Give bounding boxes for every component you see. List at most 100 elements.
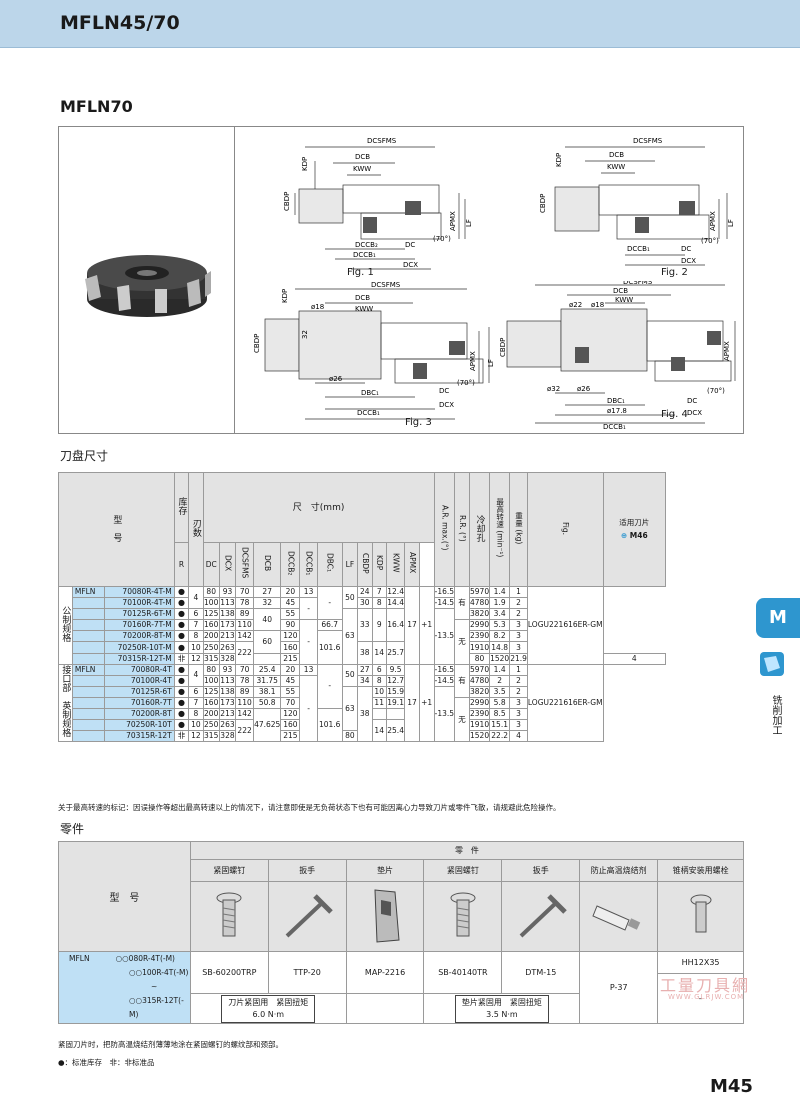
col-fig: Fig. [561,521,571,535]
weight-cell: 21.9 [509,652,528,665]
coolant-cell: 有 [454,585,470,621]
kdp-cell: 11 [371,696,387,710]
dbc1-cell: 101.6 [316,630,343,665]
table-row: 70315R-12T 非 12 315 328 215 80 1520 22.2… [59,730,666,743]
dc-cell: 250 [202,719,220,732]
lf-cell: 80 [468,652,491,665]
fig-cell: 3 [509,619,528,632]
dim-kdp-2: KDP [555,153,563,167]
dccb2-cell: 160 [280,641,301,654]
dim-dc-3: DC [439,387,449,395]
kdp-cell: 7 [371,585,387,599]
stock-cell: ● [173,663,190,676]
dim-dccb1: DCCB₁ [353,251,376,259]
ar-cell: +1 [418,586,435,665]
shim-icon [345,881,425,952]
model-cell: 70100R-4T-M [103,597,175,610]
parts-model-2: ○○100R-4T(-M) [129,968,189,977]
fig-2-label: Fig. 2 [661,267,688,278]
table-row: 70100R-4T ● 100 113 78 31.75 45 - 34 8 1… [59,674,666,743]
dcsfms-cell: 222 [235,719,255,743]
lf-cell: 50 [341,585,359,610]
parts-col-bolt: 锥柄安装用螺栓 [657,859,744,882]
parts-col-screw: 紧固螺钉 [189,859,269,882]
dim-dcx-4: DCX [687,409,702,417]
model-cell: 70100R-4T [103,674,175,687]
fig-cell: 3 [509,630,528,643]
rpm-cell: 1910 [468,719,491,732]
kww-cell: 14.4 [385,597,406,610]
weight-cell: 14.8 [489,641,511,654]
rr-cell: -13.5 [433,608,456,665]
col-teeth: 刃数 [190,519,201,537]
kdp-cell: 10 [371,685,387,698]
kww-cell: 9.5 [385,663,406,676]
part-screw: SB-60200TRP [189,951,269,994]
stock-cell: ● [173,696,190,710]
part-wrench-2: DTM-15 [501,951,581,994]
dim-kww-3: KWW [355,305,373,313]
dbc1-cell: 101.6 [316,708,343,743]
dim-dccb1-4: DCCB₁ [603,423,626,431]
dc-cell: 125 [202,685,220,698]
rpm-cell: 1520 [468,730,491,743]
dcsfms-cell: 70 [235,585,255,599]
fig-2: DCSFMS DCB KWW KDP CBDP APMX LF DCCB₁ DC… [505,131,735,281]
weight-cell: 3.4 [489,608,511,621]
part-shim: MAP-2216 [345,951,425,994]
apmx-cell: 17 [404,663,420,743]
insert-cell: LOGU221616ER-GM [526,663,604,743]
torque-value-1: 6.0 N·m [252,1009,285,1019]
parts-col-wrench: 扳手 [267,859,347,882]
table-row: 70200R-8T ● 8 200 213 142 47.625 120 101… [59,708,666,743]
dcsfms-cell: 78 [235,597,255,610]
dccb1-cell: - [299,597,318,621]
group-metric: 公制规格 [60,605,71,642]
dim-d22-4: ø22 [569,301,582,309]
cbdp-cell: 24 [357,585,373,599]
model-cell: 70250R-10T-M [103,641,175,654]
rpm-cell: 2990 [468,696,491,710]
dc-cell: 315 [202,730,220,743]
rpm-cell: 1910 [468,641,491,654]
cbdp-cell: 27 [357,663,373,676]
coolant-cell: 有 [454,663,470,698]
dccb1-cell: - [299,674,318,743]
fig-cell: 1 [509,585,528,599]
dim-kww: KWW [353,165,371,173]
insert-ref-link[interactable]: ⊕ M46 [620,531,648,540]
dccb2-cell: 120 [280,708,301,721]
dim-d178-4: ø17.8 [607,407,627,415]
sub-kdp: KDP [375,555,385,571]
torque-box-1: 刀片紧固用 紧固扭矩 6.0 N·m [221,994,316,1023]
rpm-cell: 3820 [468,608,491,621]
table-row: 70160R-7T-M ● 7 160 173 110 90 - 66.7 无 … [59,619,666,665]
model-cell: 70160R-7T-M [103,619,175,632]
dim-d18-3: ø18 [311,303,324,311]
dcsfms-cell: 142 [235,630,255,643]
page-number: M45 [710,1076,753,1097]
rpm-cell: 4780 [468,674,491,687]
dccb2-cell: 215 [280,730,301,743]
dccb2-cell: 45 [280,674,301,687]
kww-cell: 19.1 [385,696,406,710]
dcb-cell: 25.4 [253,663,282,676]
lf-cell: 80 [341,730,359,743]
sub-dccb1: DCCB₁ [304,550,314,576]
rpm-cell: 1520 [489,652,511,665]
model-cell: 70160R-7T [103,696,175,710]
rr-cell: -14.5 [433,597,456,610]
dc-cell: 80 [202,663,220,676]
weight-cell: 2 [489,674,511,687]
parts-note: 紧固刀片时，把防高温烧结剂薄薄地涂在紧固螺钉的螺纹部和颈部。 [58,1040,283,1049]
dim-dc: DC [405,241,415,249]
dim-dcsfms-4: DCSFMS [623,281,653,286]
dcx-cell: 113 [218,597,237,610]
table2-caption: 零件 [60,822,85,836]
section-title: MFLN70 [60,97,133,116]
table-row: 70125R-6T ● 6 125 138 89 38.1 55 63 38 1… [59,685,666,743]
section-tab-m[interactable]: M [756,598,800,638]
kdp-cell: 8 [371,708,387,721]
dim-angle-2: (70°) [701,237,719,245]
dcb-cell: 27 [253,585,282,599]
